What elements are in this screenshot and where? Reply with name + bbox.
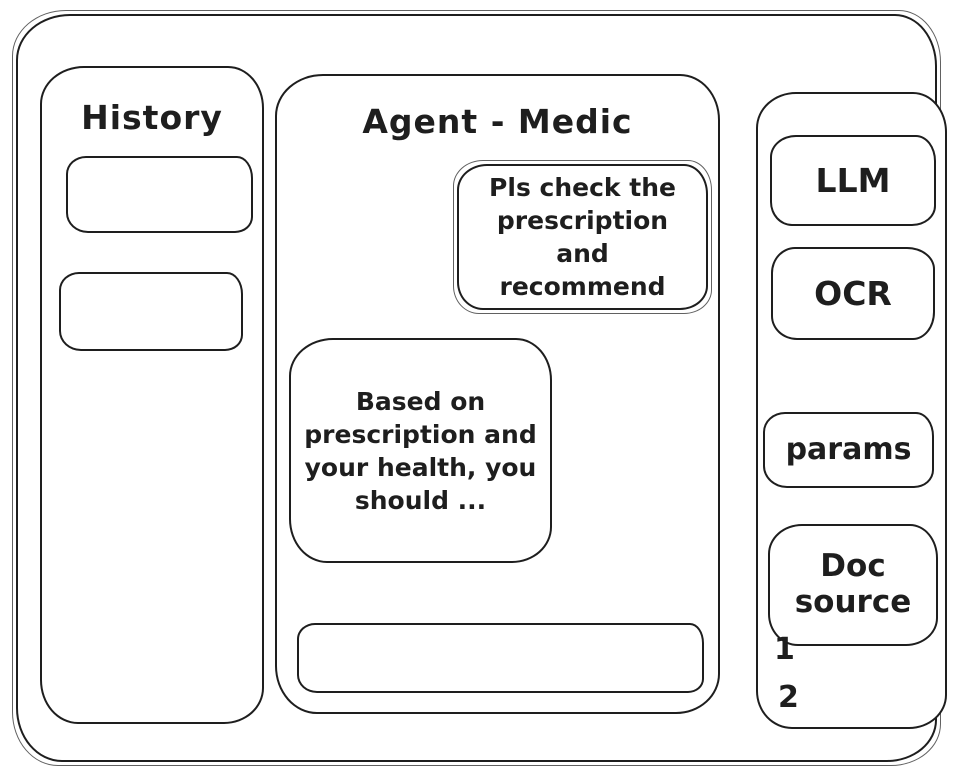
chat-title: Agent - Medic [362, 102, 633, 141]
chat-panel: Agent - Medic Pls check the prescription… [275, 74, 720, 714]
doc-source-item-1[interactable]: 1 [774, 632, 795, 667]
user-message-text: Pls check the prescription and recommend [489, 173, 676, 301]
doc-source-item-2[interactable]: 2 [778, 680, 799, 715]
assistant-message-bubble: Based on prescription and your health, y… [289, 338, 552, 563]
message-input[interactable] [299, 625, 702, 691]
app-window-frame: History Agent - Medic Pls check the pres… [12, 10, 947, 766]
params-button[interactable]: params [763, 412, 934, 488]
llm-button[interactable]: LLM [770, 135, 936, 226]
assistant-message-text: Based on prescription and your health, y… [304, 386, 537, 515]
tools-sidebar: LLM OCR params Doc source 1 2 [756, 92, 947, 729]
doc-source-label: Doc source [794, 548, 912, 620]
history-sidebar: History [40, 66, 264, 724]
doc-source-button[interactable]: Doc source [768, 524, 938, 646]
history-item[interactable] [66, 156, 253, 233]
history-title: History [81, 98, 223, 137]
user-message-bubble: Pls check the prescription and recommend [453, 160, 712, 314]
message-input-box[interactable] [297, 623, 704, 693]
history-item[interactable] [59, 272, 243, 351]
ocr-button[interactable]: OCR [771, 247, 935, 340]
